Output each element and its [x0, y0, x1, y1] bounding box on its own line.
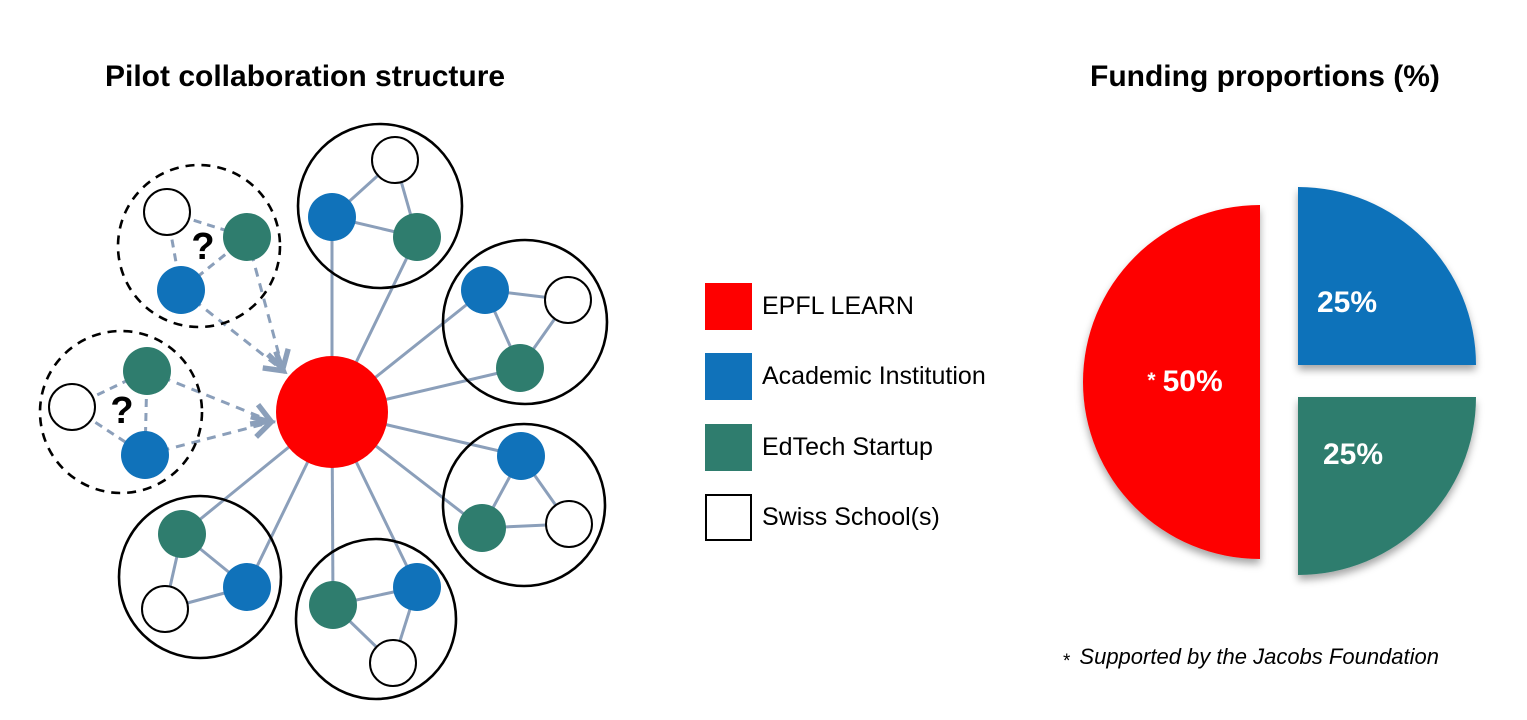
- dashed-cluster-boundary: [38, 329, 204, 495]
- pie-label-epfl-learn: * 50%: [1147, 365, 1222, 399]
- swiss-school-node: [371, 136, 419, 184]
- cluster-boundary: [117, 494, 283, 660]
- legend-label: Academic Institution: [762, 362, 986, 390]
- pie-svg: [1083, 187, 1476, 575]
- legend-swatch-white: [705, 494, 752, 541]
- collaboration-network-diagram: ? ?: [38, 122, 609, 701]
- edtech-startup-node: [458, 504, 506, 552]
- edtech-startup-node: [123, 347, 171, 395]
- cluster-boundary: [441, 422, 607, 588]
- legend-swatch-red: [705, 283, 752, 330]
- legend-label: Swiss School(s): [762, 503, 940, 531]
- legend-item-academic-institution: Academic Institution: [705, 353, 986, 400]
- pie-label-value: 50%: [1162, 365, 1223, 398]
- question-mark: ?: [110, 390, 133, 432]
- legend-item-epfl-learn: EPFL LEARN: [705, 283, 914, 330]
- edtech-startup-node: [223, 213, 271, 261]
- pie-label-academic-institution: 25%: [1316, 286, 1378, 319]
- funding-pie-chart: * 50% 25% 25%: [1040, 140, 1520, 620]
- cluster-boundary: [441, 238, 609, 406]
- pie-slice-academic-institution: [1298, 187, 1476, 365]
- academic-institution-node: [393, 563, 441, 611]
- swiss-school-node: [545, 500, 593, 548]
- edtech-startup-node: [393, 213, 441, 261]
- academic-institution-node: [308, 193, 356, 241]
- swiss-school-node: [48, 383, 96, 431]
- academic-institution-node: [121, 431, 169, 479]
- swiss-school-node: [369, 639, 417, 687]
- swiss-school-node: [143, 188, 191, 236]
- cluster-boundaries: [38, 122, 609, 701]
- legend-item-edtech-startup: EdTech Startup: [705, 424, 933, 471]
- pie-slice-edtech-startup: [1298, 397, 1476, 575]
- cluster-nodes: [48, 136, 593, 687]
- footnote-asterisk: *: [1063, 651, 1071, 672]
- legend-label: EPFL LEARN: [762, 292, 914, 320]
- hub-node-epfl-learn: [276, 356, 388, 468]
- pie-title: Funding proportions (%): [1090, 60, 1440, 93]
- academic-institution-node: [157, 266, 205, 314]
- dashed-hub-links: [144, 236, 291, 457]
- legend-swatch-blue: [705, 353, 752, 400]
- legend-label: EdTech Startup: [762, 433, 933, 461]
- pie-label-asterisk: *: [1147, 369, 1156, 392]
- swiss-school-node: [544, 276, 592, 324]
- edtech-startup-node: [158, 510, 206, 558]
- cluster-boundary: [294, 537, 458, 701]
- legend-swatch-teal: [705, 424, 752, 471]
- pie-slice-epfl-learn: [1083, 205, 1260, 559]
- pie-label-edtech-startup: 25%: [1322, 438, 1384, 471]
- academic-institution-node: [497, 432, 545, 480]
- network-title: Pilot collaboration structure: [105, 60, 506, 93]
- academic-institution-node: [461, 266, 509, 314]
- legend-item-swiss-schools: Swiss School(s): [705, 494, 940, 541]
- edtech-startup-node: [309, 581, 357, 629]
- cluster-boundary: [296, 122, 464, 290]
- footnote-text: Supported by the Jacobs Foundation: [1079, 644, 1439, 669]
- footnote: * Supported by the Jacobs Foundation: [1063, 644, 1439, 672]
- academic-institution-node: [223, 563, 271, 611]
- swiss-school-node: [141, 585, 189, 633]
- edtech-startup-node: [496, 344, 544, 392]
- dashed-cluster-boundary: [116, 163, 282, 329]
- question-mark: ?: [191, 226, 214, 268]
